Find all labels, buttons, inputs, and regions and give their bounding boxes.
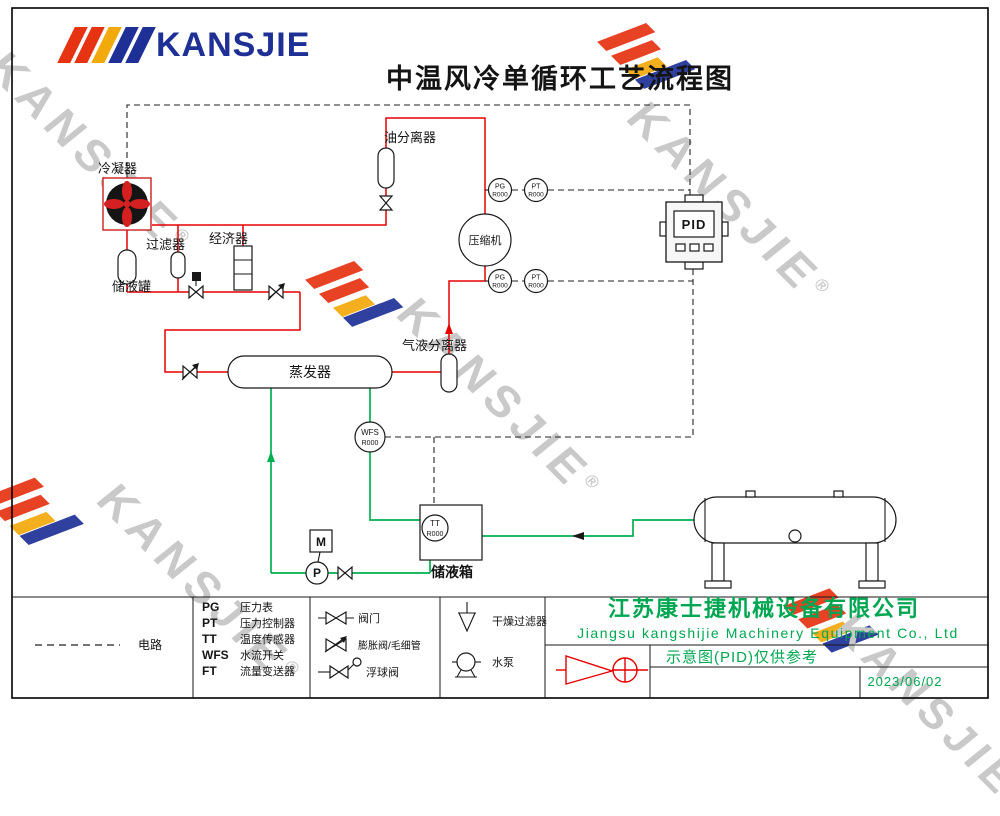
legend-equipment-label: 水泵: [492, 656, 514, 669]
pid-screen: [673, 210, 715, 238]
valve-icon: [325, 610, 338, 626]
legend-meaning: 压力控制器: [240, 616, 295, 630]
pt-controller-label: PT: [532, 275, 542, 282]
wfs-tag: R000: [362, 440, 379, 447]
pt-controller-label: PT: [532, 184, 542, 191]
evaporator: 蒸发器: [227, 355, 393, 389]
gas-liquid-separator-label: 气液分离器: [402, 338, 467, 353]
pg-gauge-tag: R000: [492, 192, 508, 199]
dry-filter-icon: [458, 612, 476, 633]
flow-arrow-left-icon: [572, 532, 584, 540]
pg-gauge-tag: R000: [492, 283, 508, 290]
pg-gauge-label: PG: [495, 184, 505, 191]
oil-separator: 油分离器: [377, 130, 436, 211]
legend-circuit: 电路: [35, 637, 162, 652]
process-flow-drawing: KANSJIE® KANSJIE® KANSJIE® KANSJIE® KANS…: [0, 7, 1000, 807]
drawing-date: 2023/06/02: [867, 674, 942, 689]
solenoid-valve-icon: [192, 272, 201, 281]
water-pump-icon: [456, 652, 476, 672]
pt-controller-tag: R000: [528, 283, 544, 290]
pg-gauge: [487, 268, 513, 294]
compressor: 压缩机: [458, 213, 512, 267]
logo-wordmark: KANSJIE: [156, 26, 311, 64]
instruments-discharge: PG R000 PT R000: [485, 177, 549, 203]
float-valve-icon: [329, 664, 341, 680]
kansjie-logo: KANSJIE: [57, 26, 311, 64]
legend-abbr: FT: [202, 664, 217, 678]
legend-abbr: PT: [202, 616, 218, 630]
legend-valve-label: 膨胀阀/毛细管: [358, 639, 421, 652]
logo-stripes-icon: [57, 27, 156, 63]
legend-equipment-label: 干燥过滤器: [492, 615, 547, 628]
instruments-suction: PG R000 PT R000: [485, 268, 549, 294]
tank-leg: [711, 542, 725, 582]
water-tank-label: 储液箱: [430, 564, 473, 580]
legend-abbreviations: PG 压力表 PT 压力控制器 TT 温度传感器 WFS 水流开关 FT 流量变…: [202, 600, 295, 678]
flow-arrow-up-icon: [267, 451, 275, 462]
title-block-grid: [12, 596, 988, 698]
tt-sensor: [421, 514, 449, 542]
oil-separator-label: 油分离器: [384, 130, 436, 145]
liquid-receiver-label: 储液罐: [112, 279, 151, 294]
water-tank-box: TT R000 储液箱: [419, 504, 483, 580]
company-name-cn: 江苏康士捷机械设备有限公司: [608, 596, 920, 621]
gas-liquid-separator: 气液分离器: [402, 338, 467, 393]
legend-circuit-label: 电路: [138, 637, 162, 652]
tank-leg: [865, 542, 879, 582]
wfs-label: WFS: [361, 428, 379, 437]
diagram-canvas: 冷凝器 油分离器 压缩机 PG R000 PT R000 PG: [11, 7, 989, 699]
legend-meaning: 流量变送器: [240, 664, 295, 678]
pt-controller: [523, 268, 549, 294]
pid-controller: PID: [659, 194, 729, 270]
company-name-en: Jiangsu kangshijie Machinery Equipment C…: [577, 625, 959, 641]
page-title: 中温风冷单循环工艺流程图: [386, 64, 734, 94]
liquid-receiver: 储液罐: [112, 249, 151, 294]
flow-nozzle-symbol: [556, 655, 648, 685]
legend-valve-label: 浮球阀: [366, 665, 399, 679]
filter-label: 过滤器: [146, 237, 185, 252]
legend-valve-symbols: 阀门 膨胀阀/毛细管 浮球阀: [318, 610, 421, 680]
economizer-label: 经济器: [209, 231, 248, 246]
pg-gauge: [487, 177, 513, 203]
economizer: 经济器: [209, 231, 253, 291]
wfs-flow-switch: WFS R000: [354, 421, 386, 453]
tt-tag: R000: [427, 531, 444, 538]
evaporator-label: 蒸发器: [289, 364, 331, 380]
motor-pump-set: M P: [305, 529, 333, 585]
legend-abbr: PG: [202, 600, 219, 614]
pump-label: P: [313, 566, 321, 580]
motor-label: M: [316, 535, 326, 549]
condenser-unit: 冷凝器: [98, 161, 152, 231]
flow-arrow-up-icon: [445, 323, 453, 334]
legend-meaning: 水流开关: [240, 648, 284, 662]
legend-equipment-symbols: 干燥过滤器 水泵: [452, 602, 547, 678]
pump-valve-icon: [337, 565, 346, 581]
legend-meaning: 压力表: [240, 600, 273, 614]
legend-abbr: TT: [202, 632, 217, 646]
compressor-label: 压缩机: [469, 233, 502, 247]
pt-controller-tag: R000: [528, 192, 544, 199]
pt-controller: [523, 177, 549, 203]
drier-filter: 过滤器: [146, 237, 201, 286]
legend-meaning: 温度传感器: [240, 632, 295, 646]
reference-note: 示意图(PID)仅供参考: [666, 648, 818, 666]
circuit-dashed-lines: [126, 104, 694, 515]
large-storage-tank: [693, 490, 897, 589]
pg-gauge-label: PG: [495, 275, 505, 282]
tt-label: TT: [430, 519, 440, 528]
inline-valves: [181, 283, 353, 581]
condenser-label: 冷凝器: [98, 161, 137, 176]
pid-screen-text: PID: [682, 217, 707, 232]
legend-abbr: WFS: [202, 648, 229, 662]
title-block-texts: 江苏康士捷机械设备有限公司 Jiangsu kangshijie Machine…: [577, 596, 959, 689]
legend-valve-label: 阀门: [358, 611, 380, 625]
border-frame: [11, 7, 989, 699]
